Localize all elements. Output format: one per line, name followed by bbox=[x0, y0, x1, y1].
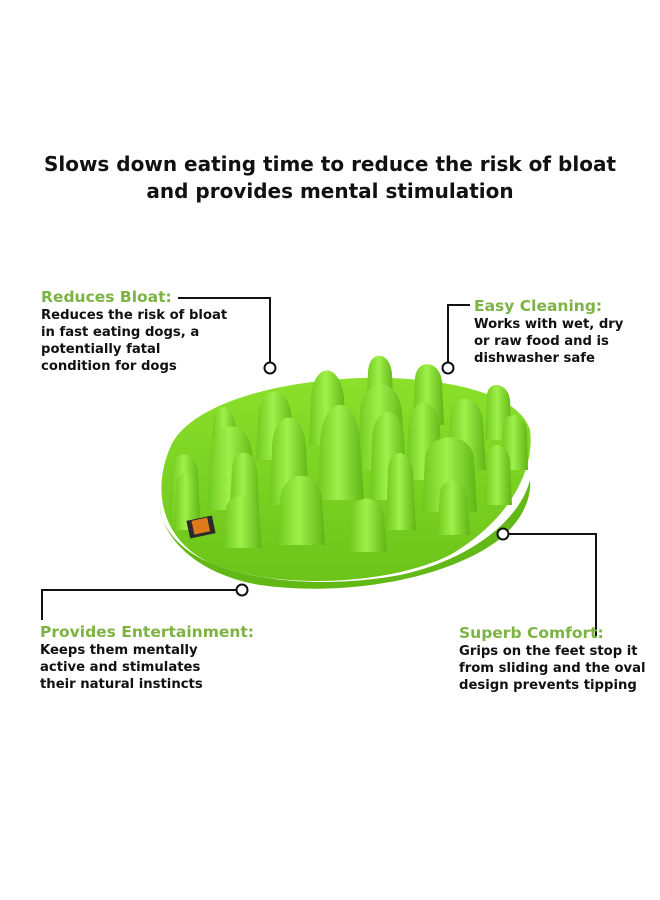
callout-line: Reduces the risk of bloat bbox=[41, 308, 228, 323]
callout-title: Superb Comfort: bbox=[459, 624, 604, 642]
callout-title: Reduces Bloat: bbox=[41, 288, 172, 306]
callout-line: potentially fatal bbox=[41, 342, 161, 357]
callout-title: Provides Entertainment: bbox=[40, 623, 255, 641]
slow-feeder-bowl bbox=[160, 355, 531, 589]
callout-body: Works with wet, dry or raw food and is d… bbox=[474, 316, 623, 367]
callout-line: Grips on the feet stop it bbox=[459, 644, 638, 659]
callout-line: dishwasher safe bbox=[474, 351, 595, 366]
callout-reduces-bloat: Reduces Bloat: Reduces the risk of bloat… bbox=[41, 288, 227, 375]
headline: Slows down eating time to reduce the ris… bbox=[0, 151, 660, 205]
headline-line-2: and provides mental stimulation bbox=[146, 179, 514, 203]
callout-line: in fast eating dogs, a bbox=[41, 325, 200, 340]
callout-line: Keeps them mentally bbox=[40, 643, 198, 658]
connector-easy-cleaning bbox=[441, 304, 470, 375]
callout-body: Reduces the risk of bloat in fast eating… bbox=[41, 307, 227, 375]
callout-title: Easy Cleaning: bbox=[474, 297, 603, 315]
callout-line: their natural instincts bbox=[40, 677, 203, 692]
connector-provides-entertainment bbox=[41, 583, 249, 620]
callout-line: from sliding and the oval bbox=[459, 661, 646, 676]
callout-body: Keeps them mentally active and stimulate… bbox=[40, 642, 254, 693]
connector-reduces-bloat bbox=[178, 297, 277, 375]
callout-line: condition for dogs bbox=[41, 359, 177, 374]
callout-superb-comfort: Superb Comfort: Grips on the feet stop i… bbox=[459, 624, 646, 694]
callout-line: active and stimulates bbox=[40, 660, 201, 675]
callout-line: design prevents tipping bbox=[459, 678, 637, 693]
connector-superb-comfort bbox=[496, 527, 597, 636]
callout-line: Works with wet, dry bbox=[474, 317, 624, 332]
callout-easy-cleaning: Easy Cleaning: Works with wet, dry or ra… bbox=[474, 297, 623, 367]
headline-line-1: Slows down eating time to reduce the ris… bbox=[43, 152, 617, 176]
callout-line: or raw food and is bbox=[474, 334, 609, 349]
callout-body: Grips on the feet stop it from sliding a… bbox=[459, 643, 646, 694]
callout-provides-entertainment: Provides Entertainment: Keeps them menta… bbox=[40, 623, 254, 693]
